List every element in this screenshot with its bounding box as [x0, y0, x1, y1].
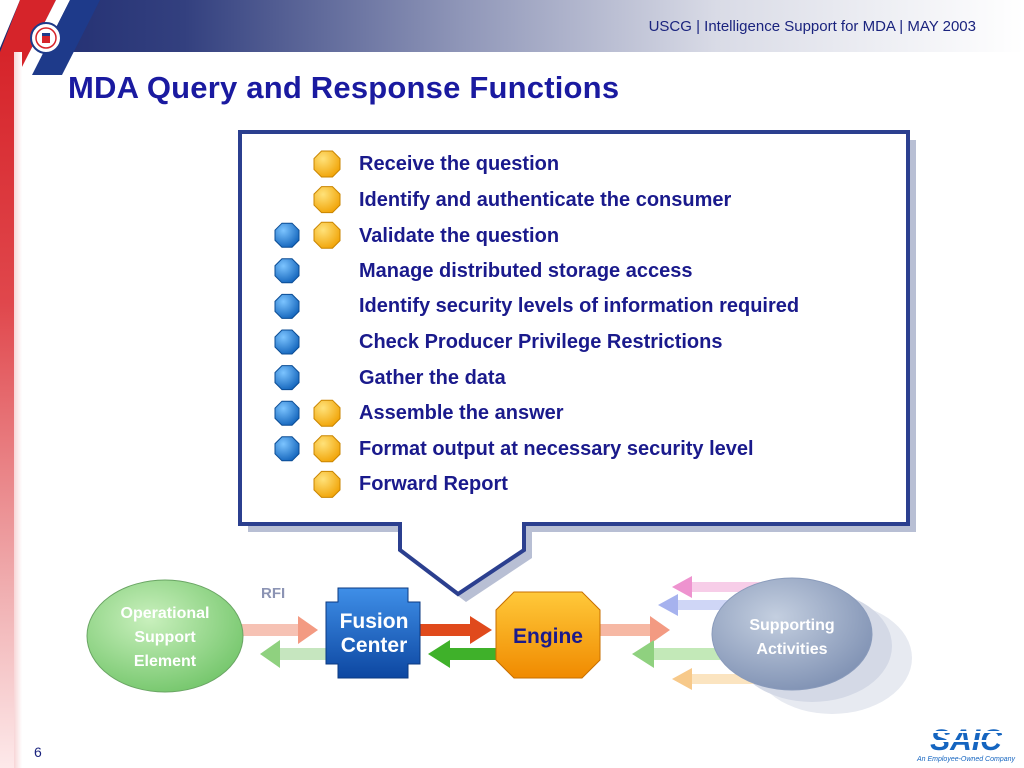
function-item: Gather the data: [359, 367, 506, 389]
function-item: Assemble the answer: [359, 402, 564, 424]
engine-to-supporting-arrow: [600, 616, 670, 644]
supporting-activities-label-line-1: Supporting: [749, 617, 834, 634]
fusion-center-label-line-2: Center: [341, 634, 408, 657]
supporting-to-engine-arrow: [632, 640, 720, 668]
engine-label: Engine: [513, 625, 583, 648]
header-text: USCG | Intelligence Support for MDA | MA…: [648, 18, 976, 35]
supporting-orange-arrow: [672, 668, 760, 690]
operational-support-element-node[interactable]: [86, 579, 244, 693]
page-number: 6: [34, 744, 42, 760]
fusion-to-engine-arrow: [408, 616, 492, 644]
page-title: MDA Query and Response Functions: [68, 70, 620, 105]
coast-guard-emblem-icon: [30, 22, 62, 54]
header-band: [0, 0, 1024, 52]
left-accent-fade: [14, 52, 22, 768]
function-item: Identify security levels of information …: [359, 295, 800, 317]
fusion-to-ose-arrow: [260, 640, 338, 668]
function-item: Identify and authenticate the consumer: [359, 189, 732, 211]
function-item: Validate the question: [359, 225, 560, 247]
rfi-label: RFI: [261, 585, 285, 602]
ose-label-line-2: Support: [134, 629, 196, 646]
supporting-blue-arrow: [658, 594, 746, 616]
function-item: Forward Report: [359, 473, 508, 495]
engine-node[interactable]: [495, 591, 601, 679]
saic-tagline: An Employee-Owned Company: [916, 756, 1016, 763]
supporting-activities-label-line-2: Activities: [756, 641, 827, 658]
fusion-center-node[interactable]: [325, 587, 421, 679]
fusion-center-label-line-1: Fusion: [340, 610, 409, 633]
supporting-activities-node[interactable]: [711, 577, 873, 691]
ose-label-line-3: Element: [134, 653, 197, 670]
function-item: Manage distributed storage access: [359, 260, 693, 282]
function-item: Check Producer Privilege Restrictions: [359, 331, 723, 353]
left-accent-stripe: [0, 52, 14, 768]
saic-logo: SAIC An Employee-Owned Company: [916, 724, 1016, 763]
ose-label-line-1: Operational: [121, 605, 210, 622]
supporting-pink-arrow: [672, 576, 760, 598]
function-item: Receive the question: [359, 153, 560, 175]
function-item: Format output at necessary security leve…: [359, 438, 754, 460]
ose-to-fusion-arrow: [240, 616, 318, 644]
engine-to-fusion-arrow: [428, 640, 496, 668]
